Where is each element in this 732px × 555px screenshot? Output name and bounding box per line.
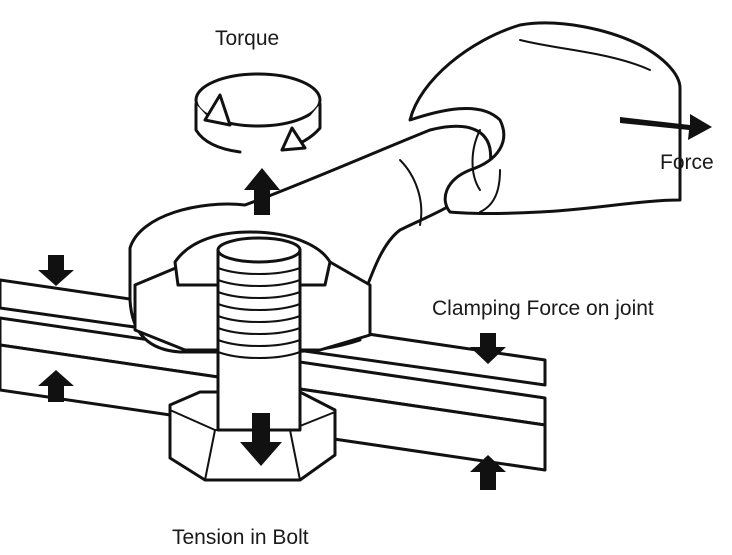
force-label: Force	[660, 151, 714, 174]
force-arrow-icon	[620, 114, 712, 140]
torque-label: Torque	[215, 27, 280, 50]
clamping-arrow-icon	[38, 255, 506, 490]
torque-up-arrow-icon	[244, 168, 280, 215]
torque-rotation-arrow-icon	[194, 72, 322, 154]
tension-label: Tension in Bolt	[172, 526, 309, 549]
bolt	[216, 236, 302, 432]
hand-icon	[408, 21, 682, 215]
tension-arrow-icon	[240, 413, 282, 466]
bolt-threads	[217, 267, 301, 359]
clamping-force-label: Clamping Force on joint	[432, 297, 654, 320]
